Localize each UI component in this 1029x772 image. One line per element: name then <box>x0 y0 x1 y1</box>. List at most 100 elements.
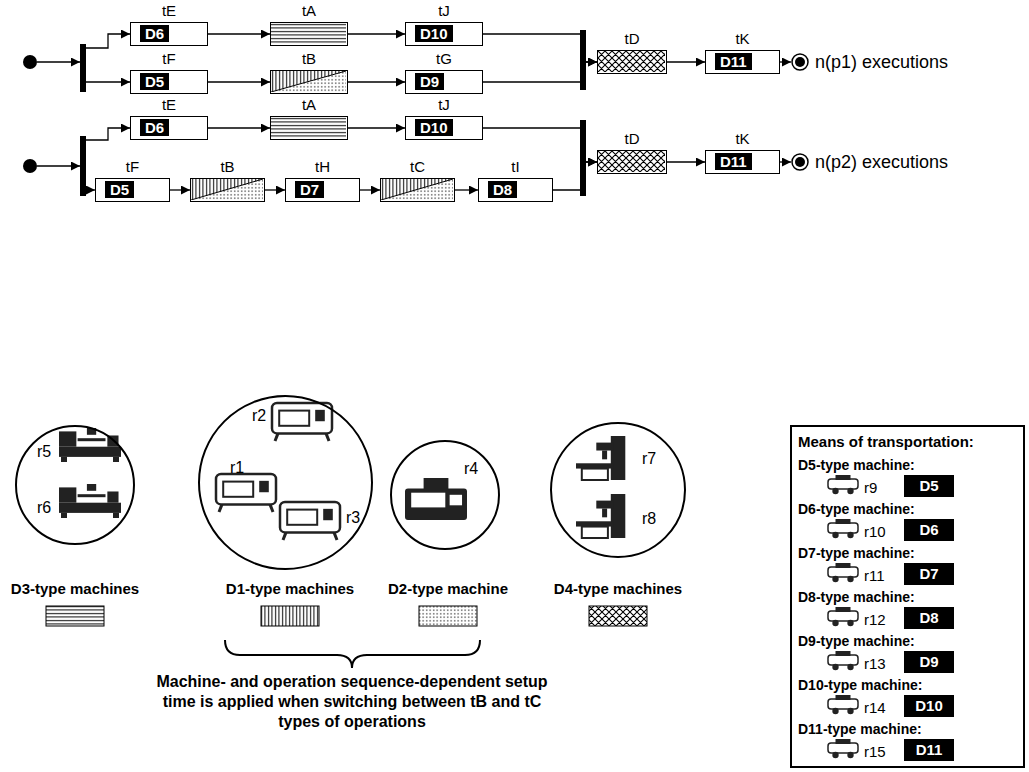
flow-arrow <box>455 189 478 190</box>
machine-type-tag: D6 <box>904 519 954 541</box>
legend-swatch-fill <box>419 606 477 626</box>
legend-item: D4-type machines <box>533 580 703 627</box>
join-bar <box>580 120 586 196</box>
legend-swatch <box>588 605 648 627</box>
machine-type-tag: D7 <box>295 181 324 198</box>
vehicle-icon <box>828 607 858 626</box>
resource-label: r12 <box>864 611 886 628</box>
vehicle-icon <box>828 651 858 670</box>
layout-shape <box>828 523 858 533</box>
transition-label: tK <box>735 30 749 47</box>
pattern-fill <box>191 179 263 200</box>
legend-item: D3-type machines <box>0 580 160 627</box>
operation-box: tD <box>597 50 667 74</box>
transition-label: tB <box>220 158 234 175</box>
legend-swatch <box>418 605 478 627</box>
execution-count: n(p1) executions <box>815 51 948 74</box>
layout-shape <box>836 519 851 524</box>
transition-box: tGD9 <box>405 70 483 94</box>
legend-item: D2-type machine <box>363 580 533 627</box>
layout-shape <box>315 410 325 421</box>
operation-pattern <box>191 179 263 200</box>
layout-shape <box>847 576 853 582</box>
layout-shape <box>87 484 96 491</box>
layout-shape <box>832 664 838 670</box>
end-place <box>792 154 808 170</box>
lathe-icon <box>59 428 121 462</box>
machine-type-tag: D8 <box>904 607 954 629</box>
mill-icon <box>576 436 625 480</box>
layout-shape <box>107 435 118 446</box>
legend-swatch-fill <box>46 606 104 626</box>
layout-shape <box>113 457 119 462</box>
layout-shape <box>828 743 858 753</box>
operation-box: tC <box>380 178 455 202</box>
transition-label: tF <box>162 50 175 67</box>
flow-line <box>86 189 95 190</box>
layout-shape <box>78 494 106 497</box>
layout-shape <box>847 488 853 494</box>
layout-shape <box>275 433 329 441</box>
machine-type-heading: D6-type machine: <box>798 501 915 517</box>
transition-label: tE <box>162 96 176 113</box>
layout-shape <box>272 403 332 433</box>
machine-type-text: D9 <box>904 653 954 670</box>
panel-title: Means of transportation: <box>798 433 974 450</box>
machine-type-tag: D10 <box>904 695 954 717</box>
machine-type-heading: D11-type machine: <box>798 721 922 737</box>
layout-shape <box>847 752 853 758</box>
layout-shape <box>828 567 858 577</box>
machine-group-circle: r5r6 <box>15 425 135 545</box>
machine-type-text: D8 <box>904 609 954 626</box>
transition-label: tI <box>511 158 519 175</box>
legend-item: D1-type machines <box>205 580 375 627</box>
layout-shape <box>836 651 851 656</box>
machine-type-tag: D11 <box>904 739 954 761</box>
layout-shape <box>59 431 76 446</box>
pattern-fill <box>191 179 263 200</box>
transport-panel: Means of transportation: D5-type machine:… <box>790 425 1025 768</box>
layout-shape <box>832 752 838 758</box>
legend-text: D1-type machines <box>205 580 375 597</box>
machine-type-heading: D5-type machine: <box>798 457 915 473</box>
operation-box: tA <box>270 116 348 140</box>
machine-type-tag: D6 <box>140 25 169 42</box>
cnc-icon <box>280 502 340 540</box>
resource-label: r7 <box>642 450 656 468</box>
layout-shape <box>602 451 607 460</box>
layout-shape <box>832 488 838 494</box>
operation-pattern <box>598 151 665 172</box>
legend-swatch-fill <box>261 606 319 626</box>
pattern-fill <box>271 71 346 92</box>
end-place <box>795 57 805 67</box>
flow-arrow <box>348 81 405 82</box>
execution-count: n(p2) executions <box>815 151 948 174</box>
layout-shape <box>828 611 858 621</box>
flow-arrow <box>208 81 270 82</box>
machine-type-heading: D8-type machine: <box>798 589 915 605</box>
layout-shape <box>582 469 608 480</box>
layout-shape <box>450 495 462 506</box>
vehicle-icon <box>828 519 858 538</box>
transition-label: tA <box>302 2 316 19</box>
operation-box: tB <box>270 70 348 94</box>
layout-shape <box>828 479 858 489</box>
layout-shape <box>828 699 858 709</box>
flow-arrow <box>483 34 597 62</box>
fork-bar <box>80 136 86 196</box>
curly-bracket <box>225 640 480 668</box>
legend-swatch-fill <box>589 606 647 626</box>
setup-time-note: Machine- and operation sequence-dependen… <box>142 672 562 732</box>
machine-type-heading: D7-type machine: <box>798 545 915 561</box>
layout-shape <box>61 513 67 518</box>
vehicle-icon <box>828 695 858 714</box>
layout-shape <box>78 438 106 441</box>
pattern-fill <box>381 179 453 200</box>
flow-arrow <box>208 33 270 34</box>
layout-shape <box>287 510 317 525</box>
fork-bar <box>80 44 86 92</box>
resource-label: r2 <box>252 407 266 425</box>
flow-arrow <box>348 127 405 128</box>
